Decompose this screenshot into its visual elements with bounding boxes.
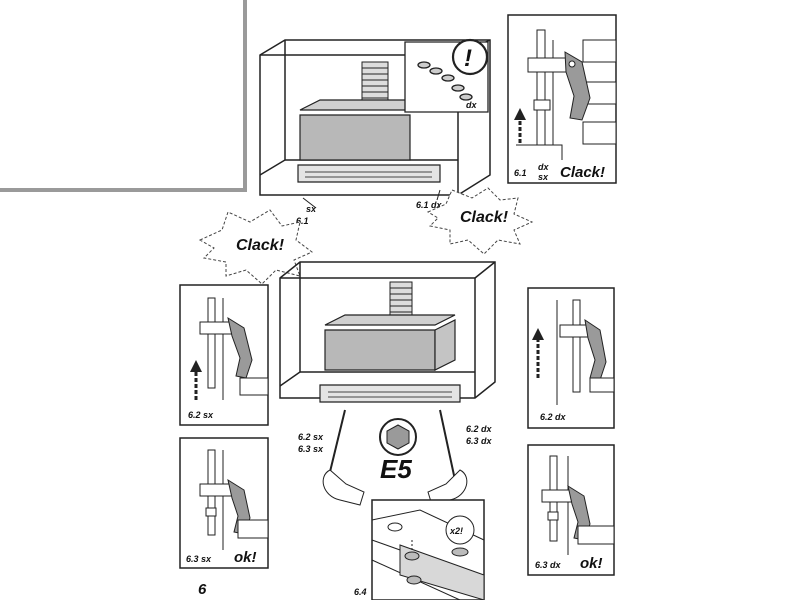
- inset-63sx-ok: ok!: [234, 549, 257, 566]
- inset-top-right-side-sx: sx: [538, 172, 549, 182]
- inset-top-right: [507, 14, 617, 184]
- clack-burst-right: [426, 187, 534, 255]
- inset-62dx-label: 6.2 dx: [540, 412, 567, 422]
- clack-burst-left: [198, 209, 313, 285]
- inset-63dx-label: 6.3 dx: [535, 560, 562, 570]
- inset-62sx: [179, 284, 269, 426]
- callout-dx-label: dx: [466, 100, 477, 110]
- hand-left: [322, 469, 365, 506]
- inset-64-step: 6.4: [354, 587, 367, 597]
- warning-icon: !: [464, 45, 472, 72]
- inset-63dx-ok: ok!: [580, 555, 603, 572]
- inset-62sx-label: 6.2 sx: [188, 410, 214, 420]
- label-6-1-dx: 6.1 dx: [416, 200, 443, 210]
- middle-cabinet: [279, 261, 496, 399]
- inset-64-multiplier: x2!: [449, 526, 463, 536]
- inset-top-right-step: 6.1: [514, 168, 527, 178]
- screwdriver-left: [327, 409, 346, 481]
- hand-right: [427, 469, 468, 506]
- inset-top-right-clack: Clack!: [560, 164, 605, 181]
- inset-64: [371, 499, 485, 600]
- clack-right-text: Clack!: [460, 209, 509, 226]
- inset-63sx: [179, 437, 269, 569]
- hex-tool-icon: [379, 418, 417, 456]
- label-6-1: 6.1: [296, 216, 309, 226]
- screwdriver-right: [439, 409, 456, 481]
- label-sx: sx: [306, 204, 317, 214]
- middle-right-label-63: 6.3 dx: [466, 436, 493, 446]
- middle-right-label-62: 6.2 dx: [466, 424, 493, 434]
- middle-duct: [389, 281, 413, 319]
- page-number: 6: [198, 581, 207, 598]
- label-leaders: [302, 189, 441, 209]
- inset-63dx: [527, 444, 615, 576]
- top-hood: [297, 99, 441, 183]
- inset-63sx-label: 6.3 sx: [186, 554, 212, 564]
- middle-left-label-63: 6.3 sx: [298, 444, 324, 454]
- tool-code-e5: E5: [380, 454, 412, 484]
- middle-left-label-62: 6.2 sx: [298, 432, 324, 442]
- middle-hood: [319, 314, 461, 403]
- clack-left-text: Clack!: [236, 237, 285, 254]
- top-callout: [404, 38, 489, 113]
- inset-top-right-side-dx: dx: [538, 162, 549, 172]
- inset-62dx: [527, 287, 615, 429]
- top-duct: [361, 61, 389, 105]
- page-frame-corner: [0, 0, 247, 192]
